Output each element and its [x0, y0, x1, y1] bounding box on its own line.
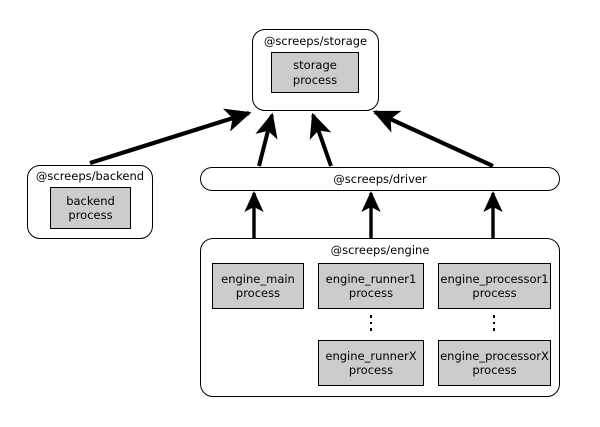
process-engine-processorX[interactable]: engine_processorX process: [438, 340, 551, 386]
process-engine-processorX-suffix: process: [472, 363, 517, 377]
process-backend-name: backend: [66, 193, 115, 208]
package-storage-label: @screeps/storage: [263, 34, 368, 48]
process-backend[interactable]: backend process: [50, 187, 131, 229]
arrow-driver-to-storage-left: [255, 112, 278, 167]
process-engine-runner1-suffix: process: [348, 286, 394, 300]
package-driver[interactable]: @screeps/driver: [200, 167, 560, 191]
package-engine[interactable]: @screeps/engine engine_main process engi…: [200, 238, 560, 397]
process-engine-processor1[interactable]: engine_processor1 process: [438, 263, 551, 309]
arrow-driver-to-storage-right: [372, 110, 494, 168]
process-backend-suffix: process: [68, 208, 113, 222]
ellipsis-runner-column: [368, 315, 374, 331]
process-storage-name: storage: [293, 58, 337, 73]
process-storage-suffix: process: [292, 72, 338, 87]
package-backend-label: @screeps/backend: [35, 169, 145, 183]
process-engine-runner1[interactable]: engine_runner1 process: [318, 263, 424, 309]
process-storage[interactable]: storage process: [271, 52, 359, 93]
process-engine-runner1-name: engine_runner1: [325, 271, 417, 286]
process-engine-main-name: engine_main: [221, 271, 295, 286]
package-backend[interactable]: @screeps/backend backend process: [27, 165, 153, 239]
process-engine-processorX-name: engine_processorX: [440, 348, 549, 363]
package-driver-label: @screeps/driver: [333, 172, 427, 186]
ellipsis-processor-column: [491, 315, 497, 331]
process-engine-processor1-name: engine_processor1: [440, 271, 549, 286]
process-engine-runnerX-name: engine_runnerX: [325, 348, 417, 363]
process-engine-runnerX[interactable]: engine_runnerX process: [318, 340, 424, 386]
arrow-backend-to-storage: [89, 108, 252, 166]
process-engine-main[interactable]: engine_main process: [212, 263, 304, 309]
arrow-driver-to-storage-middle: [309, 112, 333, 167]
process-engine-processor1-suffix: process: [472, 286, 517, 300]
process-engine-main-suffix: process: [235, 286, 281, 300]
process-engine-runnerX-suffix: process: [348, 363, 394, 377]
package-engine-label: @screeps/engine: [330, 243, 430, 257]
package-storage[interactable]: @screeps/storage storage process: [252, 29, 379, 111]
